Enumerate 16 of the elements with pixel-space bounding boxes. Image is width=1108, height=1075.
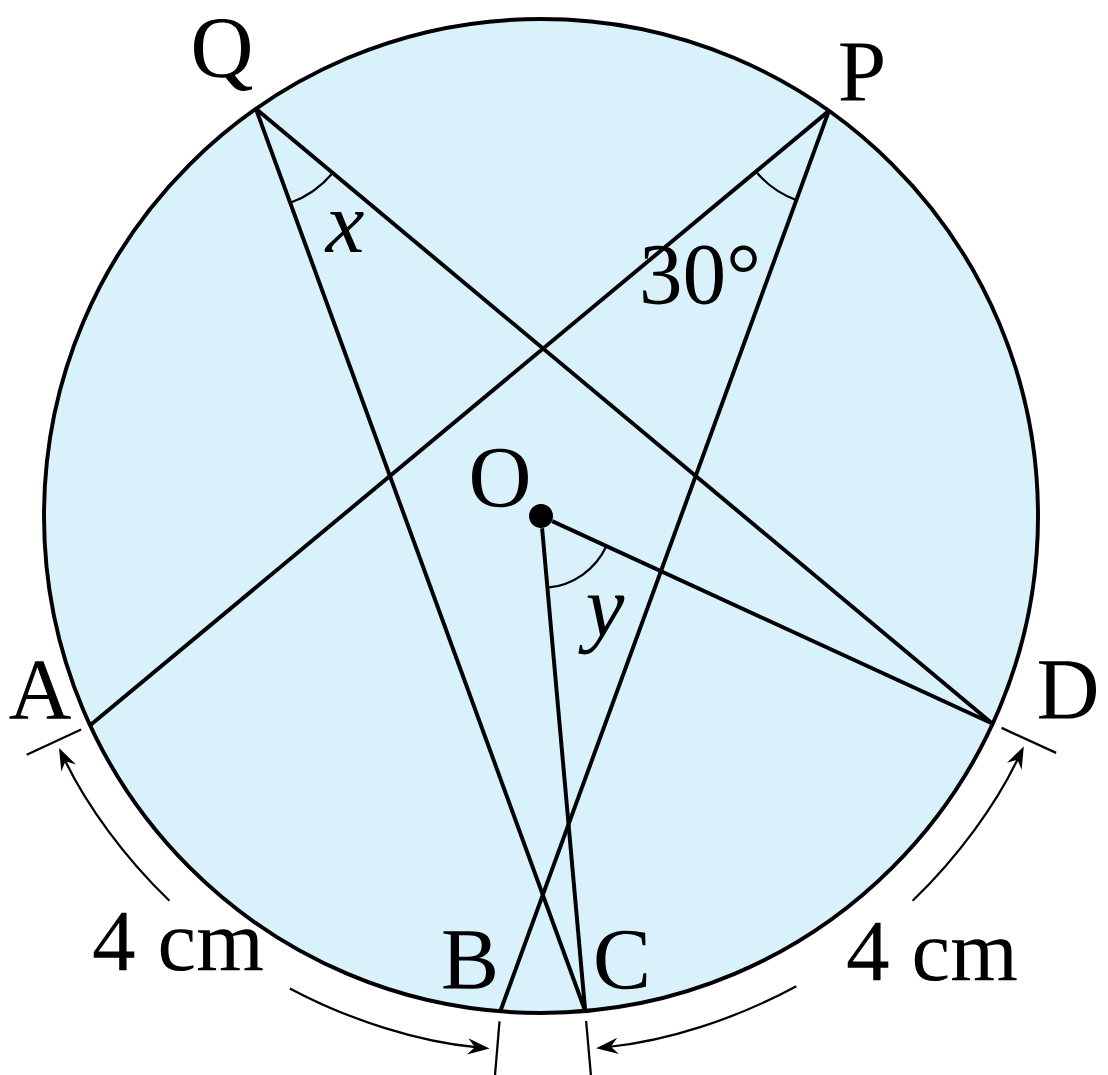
point-label: P — [840, 43, 883, 101]
point-label: C — [596, 930, 647, 990]
length-label: 4 cm — [847, 922, 1017, 982]
angle-label: y — [578, 595, 625, 655]
point-label: Q — [194, 19, 252, 91]
point-label: A — [9, 661, 71, 719]
line-segment — [540, 528, 588, 1011]
length-label: 4 cm — [93, 912, 263, 972]
line-segment — [89, 109, 830, 727]
angle-label: 30° — [643, 245, 757, 305]
point-label: B — [443, 931, 495, 989]
angle-label: x — [324, 212, 364, 252]
point-label: D — [1039, 661, 1096, 719]
line-segment — [498, 110, 831, 1012]
line-segment — [551, 519, 994, 726]
point-label: O — [472, 448, 528, 508]
